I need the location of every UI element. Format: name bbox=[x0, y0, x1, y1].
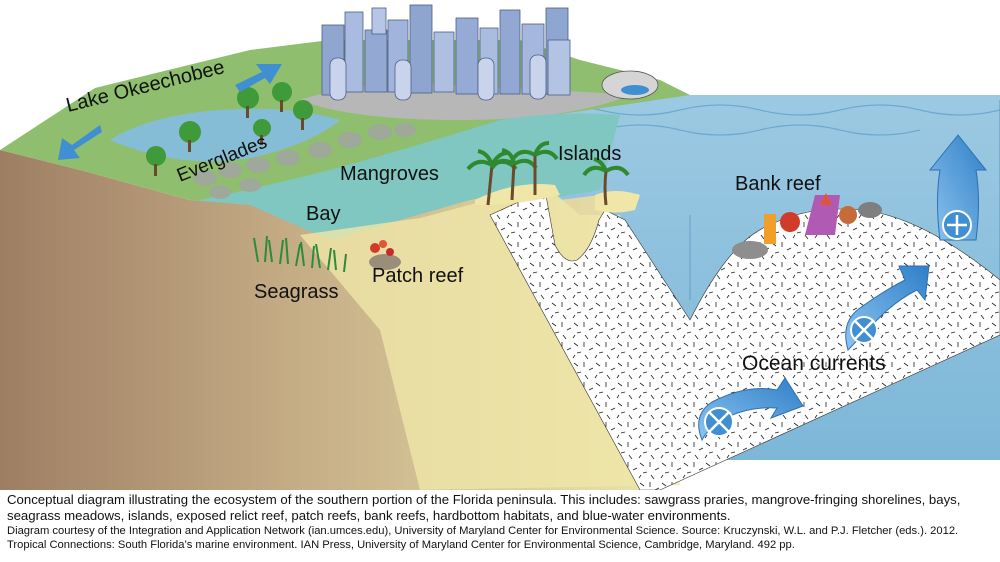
caption-main: Conceptual diagram illustrating the ecos… bbox=[7, 492, 961, 523]
label-seagrass: Seagrass bbox=[254, 281, 339, 303]
ecosystem-diagram: Lake Okeechobee Everglades Mangroves Isl… bbox=[0, 4, 1000, 491]
label-patch-reef: Patch reef bbox=[372, 265, 464, 287]
patch-reef bbox=[369, 240, 401, 270]
mangrove-trees bbox=[193, 123, 416, 199]
label-mangroves: Mangroves bbox=[340, 163, 439, 185]
city-skyline bbox=[321, 4, 659, 101]
everglades-trees bbox=[146, 82, 313, 176]
caption-credit: Diagram courtesy of the Integration and … bbox=[7, 525, 959, 551]
lake-flow-arrows bbox=[58, 64, 282, 160]
seagrass-bed bbox=[253, 235, 347, 273]
limestone-bedrock bbox=[475, 184, 1000, 491]
label-ocean-currents: Ocean currents bbox=[742, 352, 886, 375]
figure-caption: Conceptual diagram illustrating the ecos… bbox=[7, 492, 997, 552]
bank-reef bbox=[732, 193, 882, 259]
label-bay: Bay bbox=[306, 203, 340, 225]
label-bank-reef: Bank reef bbox=[735, 173, 821, 195]
label-islands: Islands bbox=[558, 143, 621, 165]
palm-trees bbox=[466, 141, 630, 206]
bay bbox=[150, 113, 620, 240]
ocean-current-arrows bbox=[698, 134, 988, 442]
